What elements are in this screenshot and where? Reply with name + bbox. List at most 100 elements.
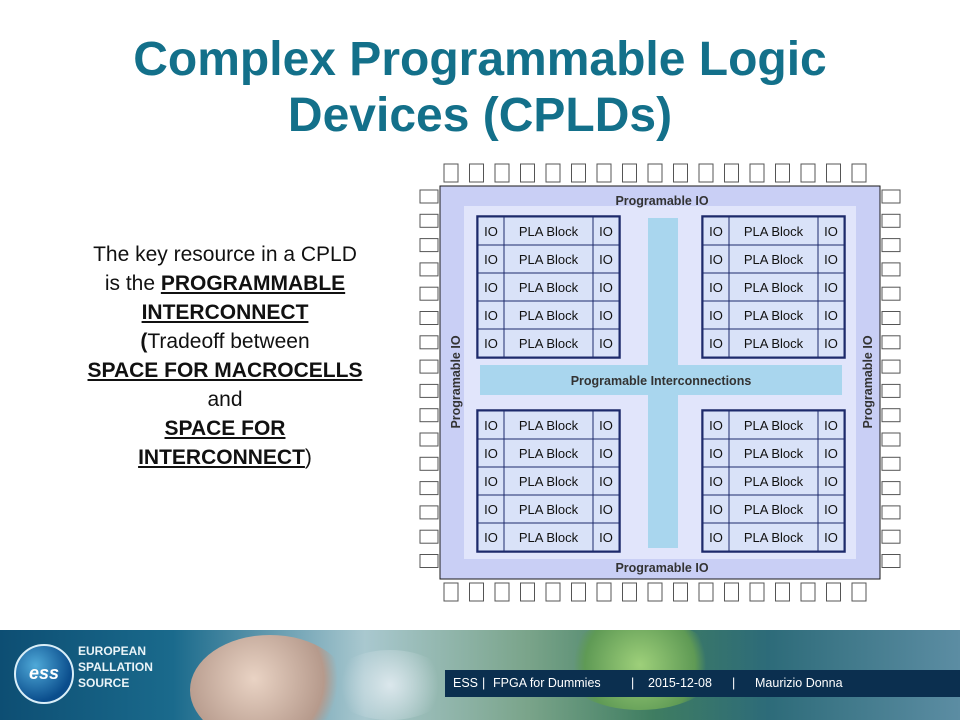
io-cell [817,522,845,552]
pla-block-cell [728,328,819,358]
pin-right [881,238,901,253]
pin-bottom [775,582,790,602]
pin-left [419,408,439,423]
pin-bottom [469,582,484,602]
io-cell-label: IO [599,418,613,433]
desc-tradeoff: Tradeoff between [147,330,310,353]
pin-left [419,456,439,471]
pla-block-cell [503,522,594,552]
pin-top [596,163,612,183]
desc-line-5: SPACE FOR MACROCELLS [40,356,410,385]
desc-space-macrocells: SPACE FOR MACROCELLS [87,359,363,382]
bottom-io-label: Programable IO [615,561,708,575]
io-cell [477,328,505,358]
title-line-1: Complex Programmable Logic [133,33,827,86]
io-cell [592,328,620,358]
pla-block-cell-label: PLA Block [744,336,804,351]
pin-top [520,163,535,183]
pla-block-cell [728,216,819,246]
pin-top [647,163,663,183]
pin-bottom [800,582,816,602]
pla-block-cell-label: PLA Block [744,530,804,545]
pin-bottom [622,582,637,602]
io-cell [817,216,845,246]
pin-right [881,213,901,228]
pin-right [881,286,901,301]
pla-block-cell-label: PLA Block [744,308,804,323]
pin-left [419,383,439,398]
pla-block-cell [503,438,594,468]
pin-right [881,554,901,568]
pin-right [881,432,901,447]
io-cell [702,244,730,274]
desc-line-6: and [207,388,243,411]
slide-title: Complex Programmable Logic Devices (CPLD… [0,32,960,144]
io-cell-label: IO [484,280,498,295]
desc-line-4: (Tradeoff between [40,327,410,356]
io-cell-label: IO [709,224,723,239]
pla-block-cell-label: PLA Block [744,280,804,295]
desc-line-2-plain: is the [104,272,161,295]
pin-left [419,286,439,301]
pla-block-cell [728,494,819,524]
pla-block-cell-label: PLA Block [744,224,804,239]
left-io-label: Programable IO [449,335,463,428]
pin-left [419,359,439,374]
pla-block-cell-label: PLA Block [519,280,579,295]
pla-block-cell [503,328,594,358]
pla-block-cell-label: PLA Block [519,224,579,239]
pin-top [571,163,586,183]
io-cell-label: IO [484,474,498,489]
pin-top [800,163,816,183]
pin-bottom [571,582,586,602]
pin-top [851,163,867,183]
pin-left [419,238,439,253]
io-cell-label: IO [484,530,498,545]
io-cell [592,494,620,524]
title-line-2: Devices (CPLDs) [287,89,673,142]
io-cell-label: IO [824,252,838,267]
pin-top [494,163,510,183]
footer-banner: ess EUROPEAN SPALLATION SOURCE ESS | FPG… [0,630,960,720]
io-cell [817,244,845,274]
pin-top [749,163,765,183]
io-cell-label: IO [709,418,723,433]
io-cell-label: IO [824,280,838,295]
pin-right [881,529,901,544]
io-cell-label: IO [709,308,723,323]
io-cell [702,466,730,496]
org-name-line-1: EUROPEAN [78,644,147,658]
pin-right [881,408,901,423]
io-cell-label: IO [709,336,723,351]
io-cell-label: IO [484,308,498,323]
pin-right [881,505,901,520]
io-cell [702,522,730,552]
pla-block-cell-label: PLA Block [519,502,579,517]
pin-bottom [443,582,459,602]
io-cell-label: IO [824,502,838,517]
io-cell-label: IO [484,418,498,433]
io-cell [592,522,620,552]
io-cell-label: IO [484,336,498,351]
desc-line-3: INTERCONNECT [40,298,410,327]
pin-bottom [494,582,510,602]
pin-top [622,163,637,183]
io-cell-label: IO [599,224,613,239]
io-cell [817,494,845,524]
io-cell [477,244,505,274]
pla-block-cell-label: PLA Block [744,418,804,433]
pin-left [419,505,439,520]
io-cell-label: IO [484,224,498,239]
pin-bottom [596,582,612,602]
io-cell [592,244,620,274]
io-cell-label: IO [824,224,838,239]
pin-bottom [545,582,561,602]
pla-block-cell-label: PLA Block [744,252,804,267]
pin-top [775,163,790,183]
pin-right [881,481,901,496]
io-cell-label: IO [599,530,613,545]
io-cell-label: IO [484,446,498,461]
io-cell [817,410,845,440]
pin-right [881,311,901,325]
